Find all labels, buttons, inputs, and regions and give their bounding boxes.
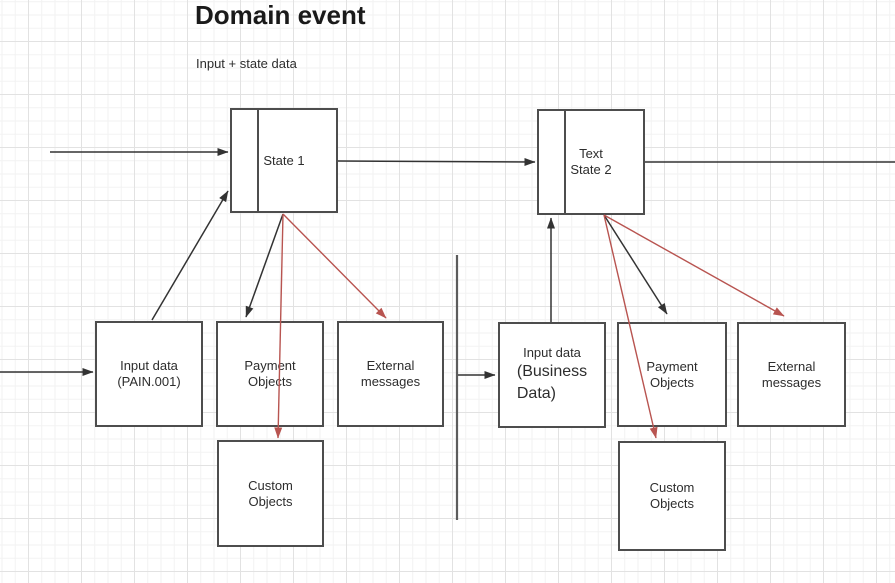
payment-right-node: Payment Objects — [617, 322, 727, 427]
edge-state1-to-external-left — [282, 213, 387, 319]
diagram-title: Domain event — [195, 0, 366, 30]
edge-state2-to-external-right — [603, 214, 785, 317]
input-pain-line2: (PAIN.001) — [117, 374, 181, 389]
state2-label-line2: State 2 — [570, 162, 612, 177]
state2-node: Text State 2 — [537, 109, 645, 215]
edge-state2-to-payment-right — [603, 214, 668, 315]
external-left-line1: External — [366, 358, 415, 373]
payment-right-label: Payment Objects — [646, 359, 697, 391]
external-left-line2: messages — [360, 374, 421, 389]
external-right-label: External messages — [762, 359, 821, 391]
custom-left-line2: Objects — [248, 493, 293, 509]
state2-label: Text State 2 — [570, 146, 611, 178]
custom-right-line2: Objects — [649, 496, 695, 511]
input-pain-label: Input data (PAIN.001) — [117, 358, 180, 390]
state1-compartment-divider — [257, 110, 259, 211]
state1-label: State 1 — [263, 152, 305, 168]
custom-right-line1: Custom — [649, 480, 695, 495]
payment-left-line2: Objects — [247, 374, 293, 389]
edge-input-pain-to-state1 — [151, 190, 229, 321]
external-left-label: External messages — [361, 358, 420, 390]
custom-left-label: Custom Objects — [248, 478, 293, 510]
diagram-subtitle: Input + state data — [196, 56, 297, 71]
custom-left-line1: Custom — [248, 477, 293, 493]
external-left-node: External messages — [337, 321, 444, 427]
input-business-line1: Input data — [523, 345, 581, 360]
input-pain-line1: Input data — [120, 358, 178, 373]
custom-right-node: Custom Objects — [618, 441, 726, 551]
state2-label-line1: Text — [579, 146, 603, 161]
external-right-node: External messages — [737, 322, 846, 427]
state2-compartment-divider — [564, 111, 566, 213]
input-business-biglines: (Business Data) — [517, 361, 587, 405]
payment-left-line1: Payment — [244, 358, 296, 373]
state1-node: State 1 — [230, 108, 338, 213]
edge-state1-to-state2 — [337, 157, 536, 166]
external-right-line2: messages — [761, 374, 822, 390]
edge-state1-to-payment-left — [245, 213, 284, 318]
input-business-node: Input data (Business Data) — [498, 322, 606, 428]
input-business-line2: (Business — [516, 363, 588, 380]
input-business-label: Input data (Business Data) — [517, 345, 587, 405]
custom-left-node: Custom Objects — [217, 440, 324, 547]
input-business-line3: Data) — [516, 385, 556, 402]
payment-right-line2: Objects — [649, 374, 695, 390]
payment-right-line1: Payment — [646, 358, 698, 374]
input-pain-node: Input data (PAIN.001) — [95, 321, 203, 427]
external-right-line1: External — [767, 358, 816, 374]
payment-left-node: Payment Objects — [216, 321, 324, 427]
custom-right-label: Custom Objects — [650, 480, 695, 512]
payment-left-label: Payment Objects — [244, 358, 295, 390]
